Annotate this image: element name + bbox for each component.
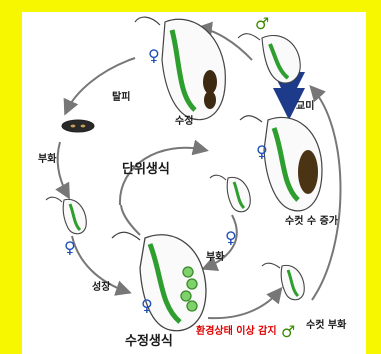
- label-hatch-left: 부화: [38, 150, 56, 165]
- label-male-increase: 수컷 수 증가: [285, 212, 338, 227]
- label-growth: 성장: [92, 278, 110, 293]
- female-symbol-right: ♀: [256, 144, 268, 160]
- label-fertilization: 수정: [175, 112, 193, 127]
- label-mating: 교미: [296, 97, 314, 112]
- female-symbol-inner: ♀: [225, 230, 237, 246]
- male-symbol-bottom: ♂: [281, 324, 295, 340]
- arrow-top-to-molt: [66, 58, 135, 112]
- label-sexual-reproduction: 수정생식: [125, 330, 173, 349]
- female-symbol-top: ♀: [148, 48, 160, 64]
- daphnia-male-top: [238, 34, 300, 83]
- resting-egg: [62, 120, 94, 132]
- daphnia-left-hatchling: [46, 197, 86, 234]
- label-env-change: 환경상태 이상 감지: [196, 322, 277, 337]
- daphnia-inner-hatchling: [210, 175, 250, 212]
- female-symbol-left: ♀: [64, 240, 76, 256]
- daphnia-male-bottom: [262, 263, 304, 300]
- daphnia-large-female: [112, 232, 206, 331]
- arrow-env-to-male: [208, 290, 280, 318]
- female-symbol-bottom: ♀: [141, 298, 153, 314]
- label-hatch-inner: 부화: [206, 248, 224, 263]
- label-parthenogenesis: 단위생식: [122, 158, 170, 177]
- inner-cycle-arc-left: [121, 205, 140, 235]
- arrow-egg-to-hatch: [58, 142, 68, 196]
- daphnia-top-female: [135, 17, 225, 120]
- label-male-hatch: 수컷 부화: [306, 316, 346, 331]
- label-molt: 탈피: [112, 88, 130, 103]
- male-symbol-top: ♂: [255, 16, 269, 32]
- daphnia-female-mating: [240, 116, 322, 211]
